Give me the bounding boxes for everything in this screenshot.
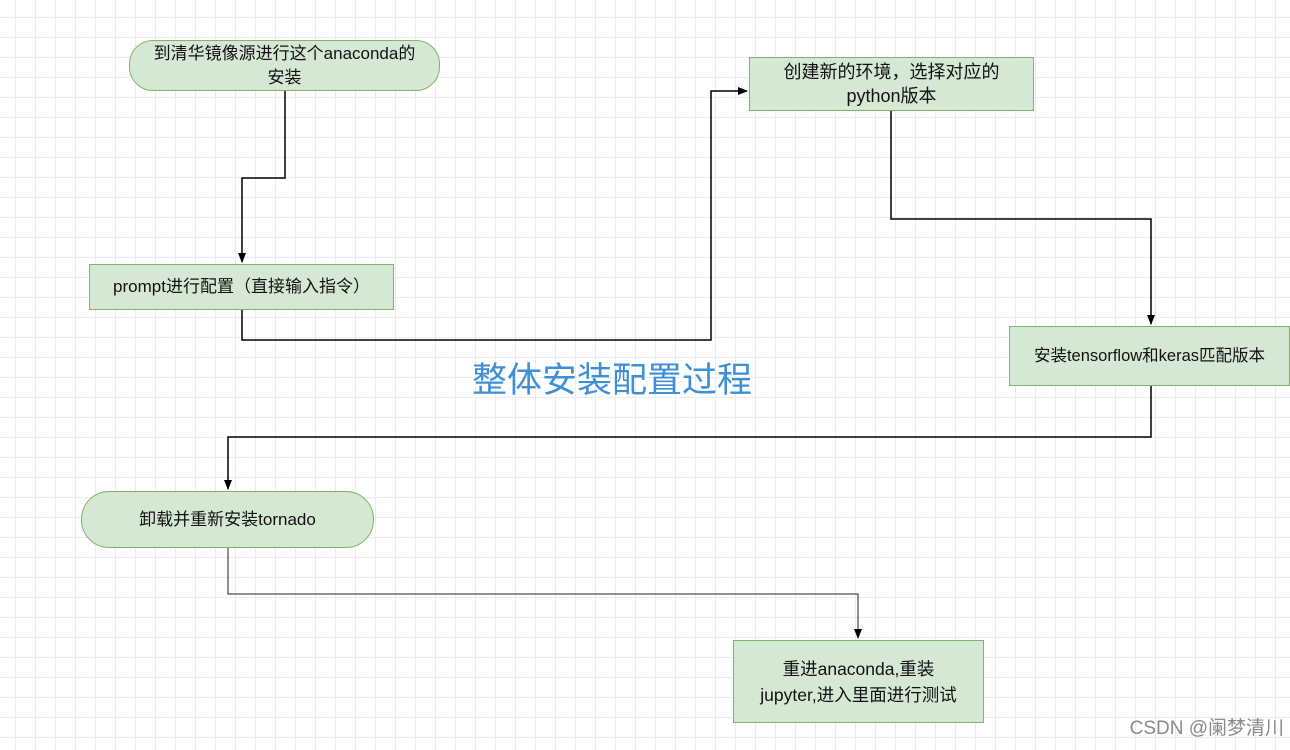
- node-download-anaconda[interactable]: 到清华镜像源进行这个anaconda的 安装: [129, 40, 440, 91]
- node-download-anaconda-label: 到清华镜像源进行这个anaconda的 安装: [153, 43, 416, 87]
- node-reinstall-jupyter-label: 重进anaconda,重装 jupyter,进入里面进行测试: [760, 658, 957, 705]
- edge-n2-n3: [241, 87, 748, 341]
- edge-n4-n5: [224, 386, 1152, 490]
- edge-n3-n4: [890, 111, 1155, 325]
- node-create-environment-label: 创建新的环境，选择对应的 python版本: [783, 62, 1000, 106]
- edge-n5-n6: [227, 548, 862, 639]
- node-install-tensorflow-keras-label: 安装tensorflow和keras匹配版本: [1033, 347, 1266, 365]
- edge-n1-n2: [238, 91, 286, 263]
- node-reinstall-tornado-label: 卸载并重新安装tornado: [139, 509, 316, 529]
- node-reinstall-jupyter[interactable]: 重进anaconda,重装 jupyter,进入里面进行测试: [733, 640, 984, 723]
- node-prompt-config-label: prompt进行配置（直接输入指令）: [113, 277, 370, 296]
- diagram-title: 整体安装配置过程: [472, 361, 753, 400]
- node-prompt-config[interactable]: prompt进行配置（直接输入指令）: [89, 264, 394, 310]
- watermark: CSDN @阑梦清川: [1129, 718, 1284, 739]
- node-install-tensorflow-keras[interactable]: 安装tensorflow和keras匹配版本: [1009, 326, 1290, 386]
- node-create-environment[interactable]: 创建新的环境，选择对应的 python版本: [749, 57, 1034, 111]
- node-reinstall-tornado[interactable]: 卸载并重新安装tornado: [81, 491, 374, 548]
